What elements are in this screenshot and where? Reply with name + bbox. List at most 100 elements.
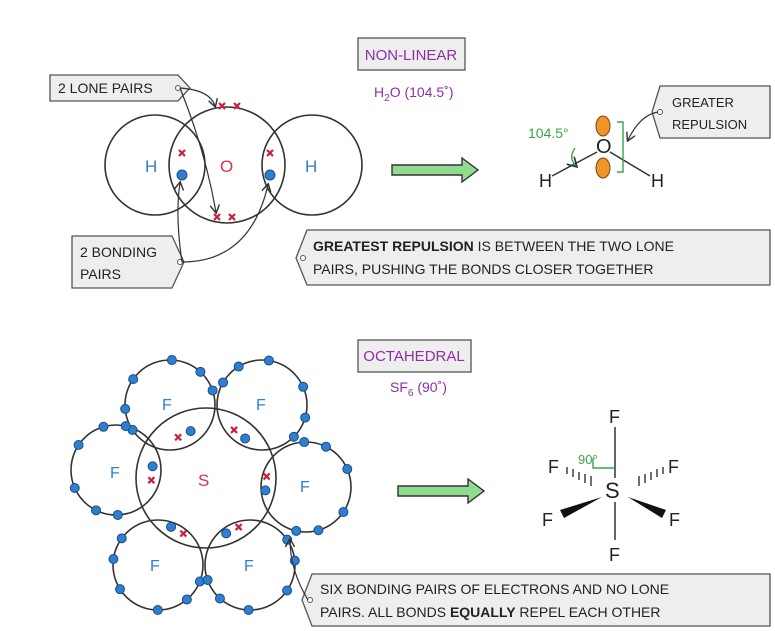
electron-cross <box>262 472 271 481</box>
pointer-arrow <box>290 540 309 601</box>
struct-h-left: H <box>539 171 552 191</box>
water-structure: O H H 104.5° <box>528 115 664 191</box>
electron-dot <box>120 403 131 414</box>
electron-dot <box>342 464 353 475</box>
shape-label-box-octahedral <box>357 339 472 373</box>
electron-dot <box>115 584 126 595</box>
struct-h-right: H <box>651 171 664 191</box>
electron-dot <box>263 355 274 366</box>
fluorine-orbital <box>216 359 308 451</box>
atom-f: F <box>162 397 172 414</box>
electron-dot <box>181 594 192 605</box>
atom-s: S <box>198 471 209 490</box>
electron-dot <box>214 593 225 604</box>
pointer-arrow <box>628 111 659 140</box>
struct-f-left: F <box>548 457 559 477</box>
right-angle-marker <box>592 458 615 469</box>
electron-dot <box>185 426 196 437</box>
struct-f-lower-left: F <box>542 510 553 530</box>
electron-dot <box>300 412 311 423</box>
struct-f-right: F <box>668 457 679 477</box>
transform-arrow <box>391 156 480 184</box>
greater-repulsion-line1: GREATER <box>672 95 734 110</box>
shape-label: NON-LINEAR <box>365 47 458 64</box>
sf6-structure: S F F F F F F 90° <box>542 407 680 565</box>
tag-hole <box>175 85 181 91</box>
greater-repulsion-line2: REPULSION <box>672 117 747 132</box>
electron-dot <box>282 585 293 596</box>
electron-dot <box>116 533 127 544</box>
formula-sf6: SF6 (90˚) <box>390 379 447 399</box>
electron-dot <box>299 437 310 448</box>
electron-dot <box>69 482 80 493</box>
pointer-arrow <box>179 87 216 212</box>
pointer-arrow <box>181 185 268 263</box>
atom-h-right: H <box>305 157 317 176</box>
pointer-arrow <box>178 183 182 263</box>
wedge-bond <box>628 497 666 518</box>
repulsion-bracket <box>617 121 624 173</box>
atom-o: O <box>220 157 233 176</box>
bottom-note-line2: PAIRS. ALL BONDS EQUALLY REPEL EACH OTHE… <box>320 604 661 620</box>
electron-dot <box>152 604 163 615</box>
electron-dot <box>288 431 299 442</box>
angle-label-90: 90° <box>578 452 598 467</box>
struct-f-lower-right: F <box>669 510 680 530</box>
electron-dot <box>233 361 244 372</box>
bonding-pairs-label-line2: PAIRS <box>80 266 121 282</box>
electron-dot <box>264 169 276 181</box>
electron-dot <box>195 366 206 377</box>
hashed-bond <box>566 467 592 486</box>
electron-dot <box>112 509 123 520</box>
electron-dot <box>207 385 218 396</box>
electron-dot <box>313 525 324 536</box>
atom-h-left: H <box>145 157 157 176</box>
electron-dot <box>128 374 139 385</box>
electron-dot <box>91 505 102 516</box>
sf6-orbital-diagram: S F F F F F F <box>69 355 353 615</box>
sulfur-orbital <box>135 407 277 549</box>
atom-f: F <box>150 558 160 575</box>
struct-o: O <box>596 136 612 158</box>
atom-f: F <box>244 558 254 575</box>
pointer-arrow <box>179 87 215 106</box>
electron-dot <box>221 528 232 539</box>
bottom-note-tag <box>301 573 771 627</box>
electron-dot <box>108 554 119 565</box>
electron-dot <box>298 381 309 392</box>
electron-dot <box>202 574 213 585</box>
struct-f-top: F <box>609 407 620 427</box>
electron-dot <box>243 604 254 615</box>
oxygen-orbital <box>168 106 286 224</box>
electron-dot <box>291 525 302 536</box>
atom-f: F <box>300 479 310 496</box>
electron-cross <box>234 523 243 531</box>
top-note-line2: PAIRS, PUSHING THE BONDS CLOSER TOGETHER <box>313 261 653 277</box>
tag-hole <box>300 255 306 261</box>
angle-arc <box>572 147 576 166</box>
struct-f-bottom: F <box>609 545 620 565</box>
electron-dot <box>147 461 158 472</box>
electron-cross <box>230 426 238 434</box>
lone-pairs-label: 2 LONE PAIRS <box>58 80 153 96</box>
angle-label: 104.5° <box>528 125 569 141</box>
bonding-pairs-tag <box>71 235 185 289</box>
electron-cross <box>147 476 156 484</box>
shape-label-octahedral: OCTAHEDRAL <box>363 348 464 365</box>
electron-cross <box>174 433 182 442</box>
bonding-pairs-label-line1: 2 BONDING <box>80 244 157 260</box>
electron-cross <box>179 529 188 538</box>
lone-pair-lobe <box>595 157 611 179</box>
hydrogen-orbital <box>104 114 206 216</box>
electron-dot <box>218 377 229 388</box>
lone-pair-lobe <box>595 115 611 137</box>
transform-arrow-bottom <box>397 477 486 505</box>
wedge-bond <box>560 497 602 518</box>
bottom-note-line1: SIX BONDING PAIRS OF ELECTRONS AND NO LO… <box>320 581 669 597</box>
electron-dot <box>338 507 349 518</box>
electron-dot <box>120 421 131 432</box>
lone-pairs-tag <box>49 74 191 102</box>
hashed-bond <box>638 467 664 486</box>
greater-repulsion-tag <box>651 85 771 139</box>
